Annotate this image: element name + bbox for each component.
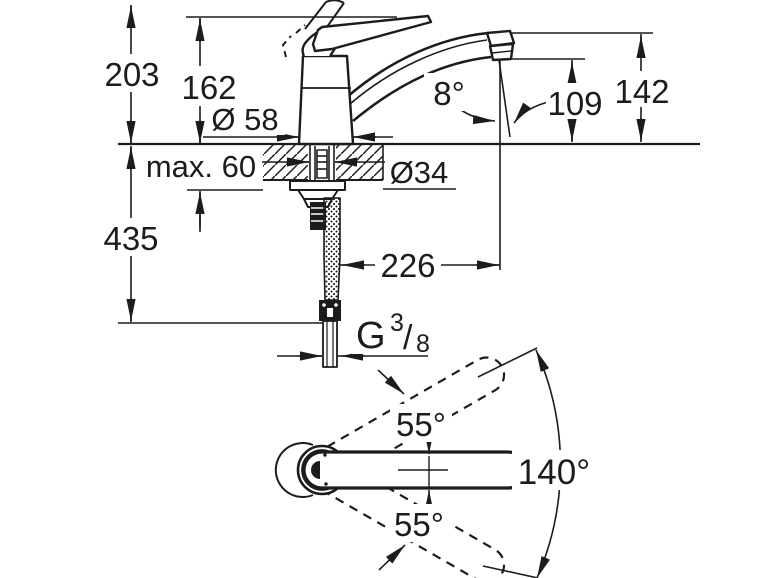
thread-letter: G	[356, 315, 386, 357]
angle-upper-label: 55°	[396, 406, 446, 443]
arrowheads	[126, 6, 646, 361]
hose-tube	[322, 320, 338, 368]
dim-height-to-spout: 162	[181, 69, 236, 106]
side-view-labels: 203 162 Ø 58 max. 60 Ø34 435 226 142 109…	[102, 54, 671, 358]
supply-hose	[319, 197, 341, 368]
thread-numerator: 3	[390, 309, 404, 337]
spout-outer-curve	[346, 31, 489, 98]
top-view: 55° 55° 140°	[274, 347, 596, 578]
spout-inner-curve	[349, 39, 488, 105]
faucet-body	[297, 54, 355, 146]
handle-raised-position	[282, 0, 345, 58]
dim-max-deck-thickness: max. 60	[146, 149, 256, 184]
top-view-labels: 55° 55° 140°	[388, 404, 596, 543]
lever-handle	[311, 14, 433, 53]
spout-head	[485, 29, 516, 48]
counter-cross-section	[118, 142, 700, 181]
dim-shank-diameter: Ø34	[390, 155, 449, 190]
dim-outlet-height: 109	[547, 85, 602, 122]
spout-lower-curve	[352, 55, 492, 123]
thread-slash: /	[403, 319, 413, 357]
dim-total-height: 203	[104, 56, 159, 93]
dim-base-diameter: Ø 58	[211, 102, 278, 137]
dim-hose-length: 435	[103, 220, 158, 257]
thread-denominator: 8	[416, 330, 430, 358]
cartridge-mark	[311, 461, 320, 479]
mounting-hardware	[289, 180, 346, 230]
dim-outlet-angle: 8°	[433, 75, 465, 112]
dim-spout-reach: 226	[380, 247, 435, 284]
angle-lower-label: 55°	[394, 506, 444, 543]
side-view: 203 162 Ø 58 max. 60 Ø34 435 226 142 109…	[102, 0, 700, 368]
faucet-side	[282, 0, 516, 368]
mounting-shank	[309, 145, 335, 180]
dim-spout-top-height: 142	[614, 73, 669, 110]
swivel-range-label: 140°	[518, 453, 590, 492]
faucet-top	[274, 442, 528, 498]
